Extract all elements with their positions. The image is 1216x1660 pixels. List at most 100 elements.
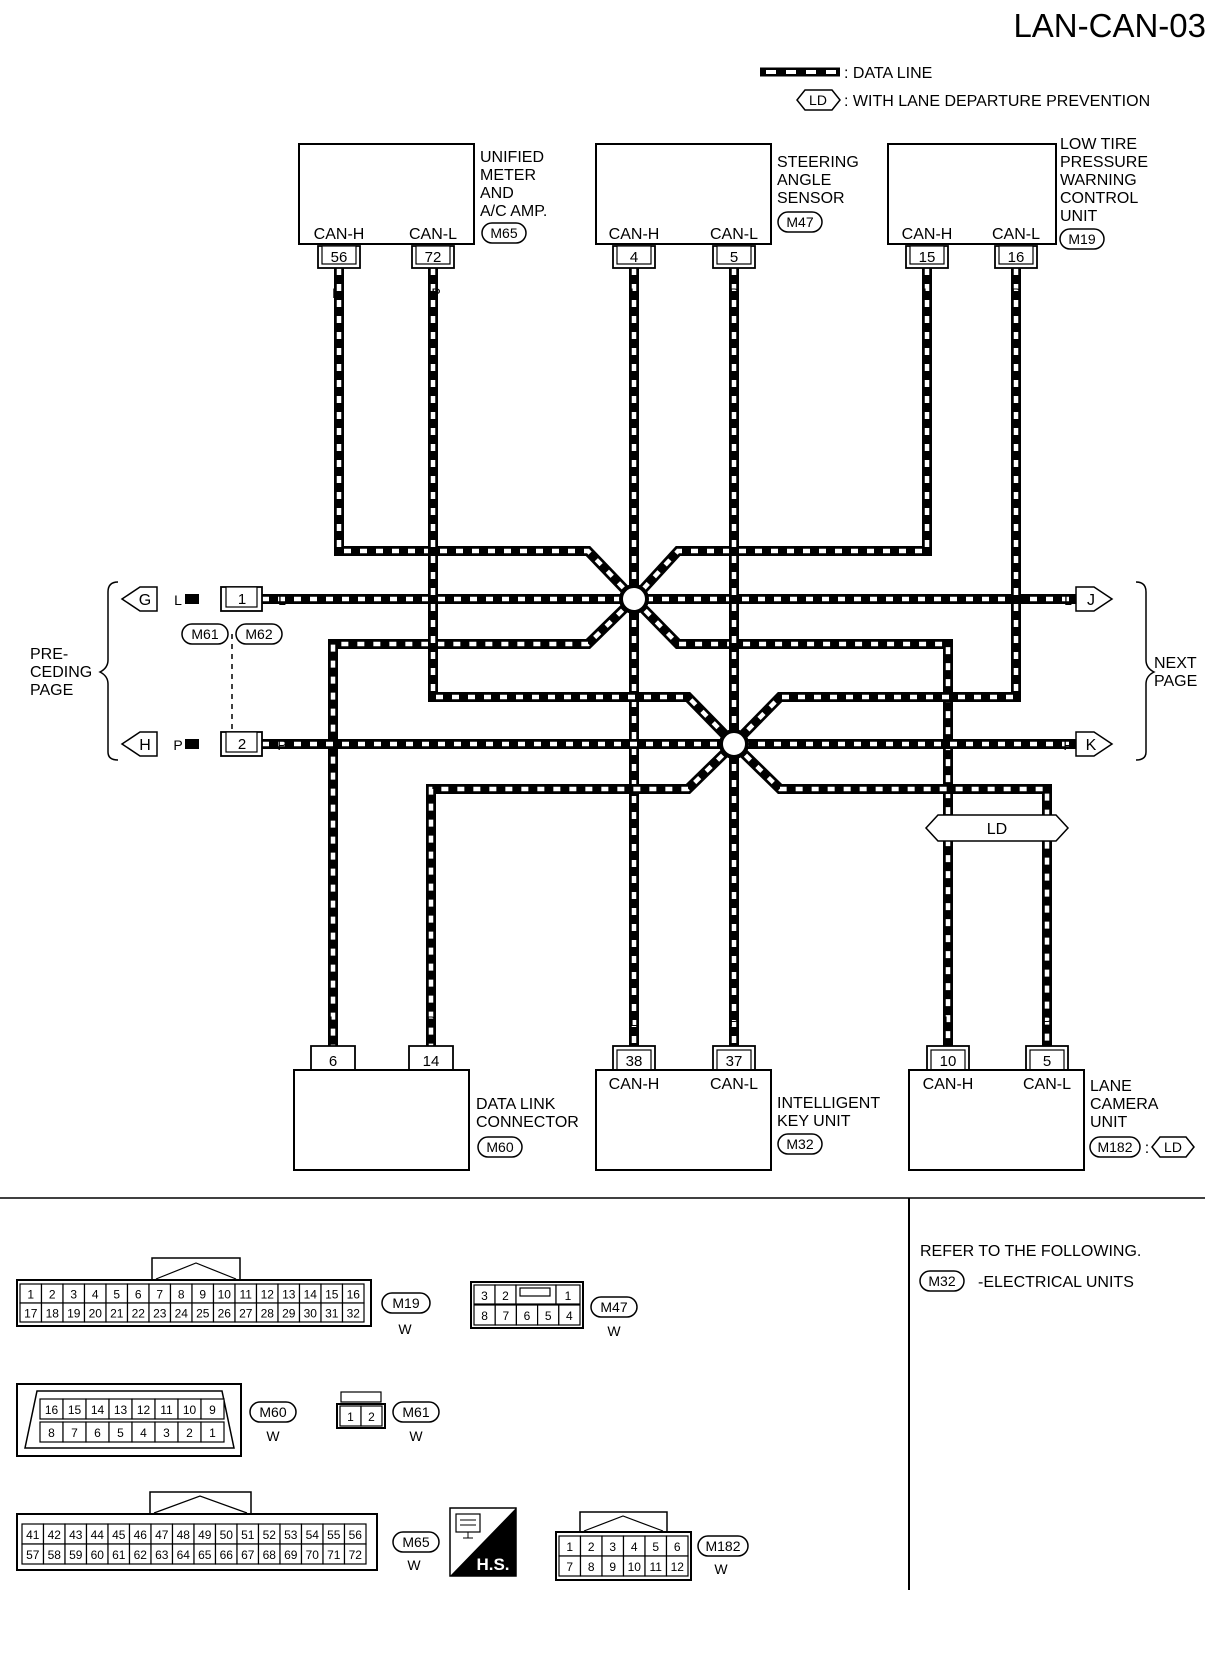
wire-color-label: P [1042,1013,1051,1029]
next-page-brace [1135,581,1156,761]
lane-camera-name-3: UNIT [1090,1114,1128,1131]
connector-pin-number: 23 [153,1307,167,1321]
wire-color-label: L [630,285,638,301]
connector-pin-number: 59 [69,1548,83,1562]
connector-pin-number: 25 [196,1307,210,1321]
connector-pin-number: 5 [117,1426,124,1440]
arrow-k [1075,731,1114,757]
unified-meter-name-2: METER [480,167,536,184]
harness-connector-m61: M61 [191,626,218,642]
m60-color: W [266,1428,280,1444]
connector-pin-number: 41 [26,1528,40,1542]
connector-pin-number: 6 [94,1426,101,1440]
wire-color-label: P [729,1013,738,1029]
connector-pin-number: 4 [92,1288,99,1302]
legend: : DATA LINE LD : WITH LANE DEPARTURE PRE… [760,65,1150,111]
connector-pin-number: 1 [27,1288,34,1302]
arrow-j-label: J [1087,592,1095,609]
page-title: LAN-CAN-03 [1013,7,1206,44]
connector-pin-number: 6 [135,1288,142,1302]
unit-intelligent-key: L P 38 37 CAN-H CAN-L INTELLIGENT KEY UN… [595,1013,880,1171]
connector-pin-number: 2 [502,1289,509,1303]
connector-pin-number: 5 [113,1288,120,1302]
connector-pin-number: 43 [69,1528,83,1542]
connector-pin-number: 63 [155,1548,169,1562]
arrow-g-label: G [139,592,151,609]
data-line [428,268,738,748]
connector-pin-number: 15 [68,1403,82,1417]
wire-color-label: L [944,1013,952,1029]
connector-cell [343,1543,367,1565]
connector-pin-number: 55 [327,1528,341,1542]
steering-pin-h: 4 [630,249,638,266]
connector-pin-number: 2 [588,1540,595,1554]
hs-label: H.S. [476,1555,509,1574]
next-page-group: L J P K NEXT PAGE [1063,581,1197,761]
data-link-pin-h: 6 [329,1053,337,1070]
connector-pin-number: 1 [347,1410,354,1424]
wire-color-label: L [329,1013,337,1029]
connector-pin-number: 16 [347,1288,361,1302]
preceding-page-label-1: PRE- [30,646,68,663]
intelligent-key-pin-h: 38 [626,1053,643,1070]
legend-ld-label: : WITH LANE DEPARTURE PREVENTION [844,93,1150,110]
connector-pin-number: 50 [220,1528,234,1542]
data-line-dash [430,268,736,746]
data-line-dash [428,742,736,1046]
connector-pin-number: 14 [91,1403,105,1417]
connector-pin-number: 58 [48,1548,62,1562]
connector-pin-number: 13 [282,1288,296,1302]
connector-pin-number: 17 [24,1307,38,1321]
connector-pin-number: 7 [502,1309,509,1323]
intelligent-key-can-l-label: CAN-L [710,1076,758,1093]
connector-pin-number: 3 [70,1288,77,1302]
data-line [730,268,1021,748]
arrow-h-label: H [139,737,151,754]
data-line-dash [330,597,636,1046]
connector-pin-number: 9 [609,1560,616,1574]
harness-connector-m62: M62 [245,626,272,642]
connector-pin-number: 29 [282,1307,296,1321]
connector-pin-number: 54 [306,1528,320,1542]
m47-color: W [607,1323,621,1339]
connector-cell [200,1398,225,1420]
connector-pin-number: 12 [671,1560,685,1574]
can-l-splice [719,729,749,759]
connector-pin-number: 9 [199,1288,206,1302]
connector-pin-number: 1 [209,1426,216,1440]
connector-pin-number: 62 [134,1548,148,1562]
connector-pin-number: 10 [183,1403,197,1417]
connector-pin-number: 61 [112,1548,126,1562]
connector-pin-number: 7 [156,1288,163,1302]
connector-pin-number: 10 [628,1560,642,1574]
connector-pin-number: 4 [566,1309,573,1323]
intelligent-key-can-h-label: CAN-H [609,1076,660,1093]
connector-pin-number: 13 [114,1403,128,1417]
preceding-page-label-3: PAGE [30,682,73,699]
ld-branch-label: LD [987,821,1007,838]
connector-pin-number: 11 [650,1560,663,1574]
connector-pin-number: 5 [545,1309,552,1323]
wire-color-label: L [174,592,182,608]
steering-name-3: SENSOR [777,190,845,207]
steering-name-2: ANGLE [777,172,831,189]
reference-text: -ELECTRICAL UNITS [978,1274,1134,1291]
connector-pin-number: 31 [325,1307,339,1321]
connector-pin-number: 4 [140,1426,147,1440]
connector-pin-number: 26 [218,1307,232,1321]
legend-ld-tag-text: LD [809,92,827,108]
data-line [328,595,638,1046]
connector-pin-number: 1 [566,1540,573,1554]
connector-pin-number: 6 [524,1309,531,1323]
connector-cell [341,1302,365,1323]
lane-camera-name-2: CAMERA [1090,1096,1159,1113]
data-line-dash [336,268,636,601]
steering-name-1: STEERING [777,154,859,171]
low-tire-name-5: UNIT [1060,208,1098,225]
connector-cell [200,1421,225,1443]
connector-pin-number: 60 [91,1548,105,1562]
